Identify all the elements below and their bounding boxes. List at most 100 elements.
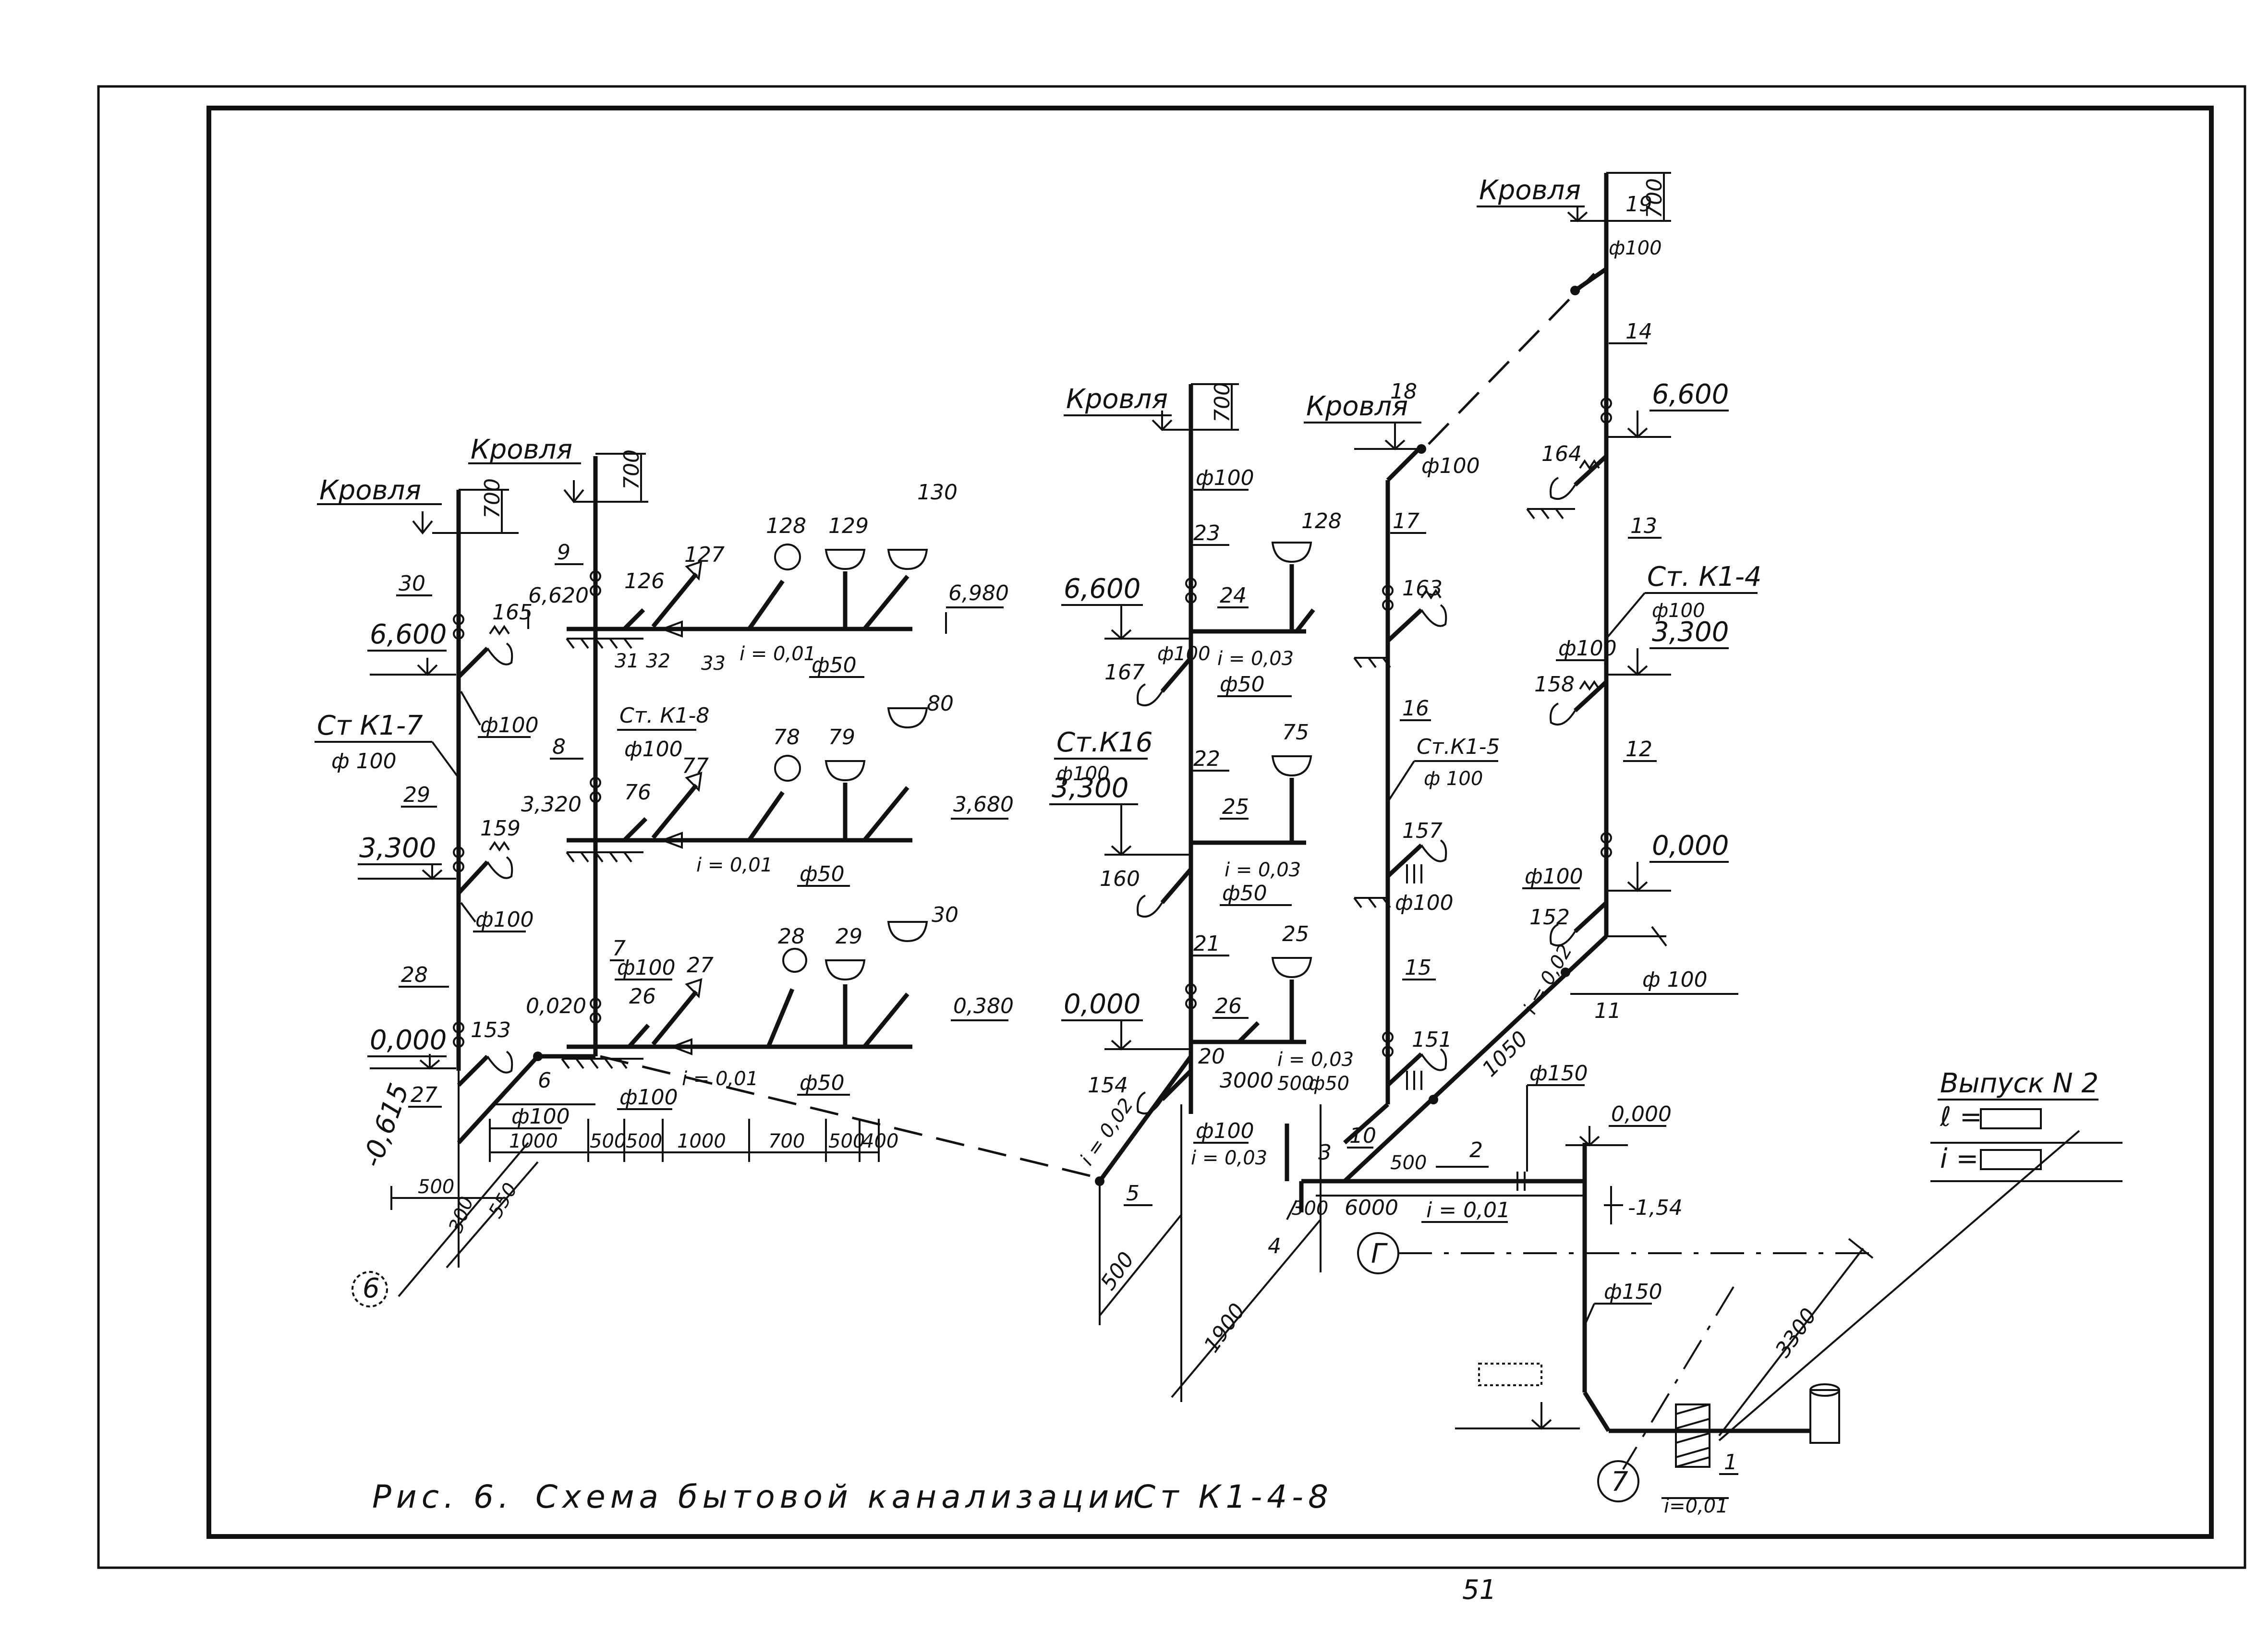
left-block: Кровля 700 Кровля 700 [315, 434, 1093, 1307]
fixture-128: 128 [766, 514, 806, 538]
page-number: 51 [1462, 1574, 1496, 1606]
drawing-frame [206, 106, 2214, 1539]
outlet-i-field [1980, 1149, 2042, 1170]
figure-caption: Рис. 6. Схема бытовой канализации Ст К1-… [372, 1478, 1328, 1515]
node-19: 19 [1625, 192, 1652, 217]
branch-k1-6-floor3: 128 24 i = 0,03 ф50 167 ф100 [1104, 509, 1342, 706]
level-6980-label: 6,980 [948, 581, 1009, 605]
dia-floor2-k1-8: ф50 [800, 862, 845, 886]
axis-g-label: Г [1371, 1238, 1388, 1270]
slope-floor2-k1-8: i = 0,01 [696, 854, 773, 876]
dia-outlet-150: ф150 [1529, 1061, 1588, 1086]
node-31: 31 [615, 650, 639, 672]
fixture-158: 158 [1534, 672, 1575, 697]
slope-floor3-k1-8: i = 0,01 [740, 643, 816, 665]
level-3300-c-label: 3,300 [1652, 617, 1729, 648]
level-0000-k1-7: 0,000 -0,615 [356, 1025, 456, 1172]
dia-k1-6-floor1: ф50 [1309, 1073, 1349, 1095]
node-14: 14 [1625, 319, 1652, 344]
fixture-80: 80 [927, 691, 954, 716]
roof-mark-k1-8: Кровля 700 [468, 434, 648, 504]
level-6600-k1-4: 6,600 [1606, 379, 1729, 438]
dia-floor1-k1-8: ф50 [800, 1071, 845, 1095]
dim-6000: 6000 [1345, 1196, 1398, 1220]
outlet-box-leader [1718, 1130, 2080, 1441]
outlet-box: Выпуск N 2 ℓ = i = [1930, 1068, 2122, 1182]
fixture-25: 25 [1282, 922, 1309, 946]
level-0380-label: 0,380 [953, 994, 1014, 1018]
dia-k1-5-top: ф100 [1421, 454, 1480, 478]
caption-title: Схема бытовой канализации [535, 1478, 1139, 1515]
node-29: 29 [403, 783, 430, 807]
collector-k1-6 [1098, 1055, 1193, 1183]
node-13: 13 [1630, 514, 1657, 538]
vent-height-k1-4: 700 [1642, 178, 1667, 218]
slope-k1-6-collector: i = 0,03 [1191, 1147, 1267, 1169]
level-6600-k1-7: 6,600 [367, 619, 456, 676]
node-12: 12 [1625, 737, 1652, 762]
dia-k1-4-mid: ф100 [1558, 636, 1617, 661]
dia-collector-k1-4: ф 100 [1642, 968, 1708, 992]
node-33: 33 [701, 653, 726, 675]
dia-outlet-k1-8: ф100 [617, 956, 676, 980]
dim-300: 300 [445, 1194, 478, 1235]
slope-k1-6-outlet: i = 0,02 [1076, 1094, 1138, 1170]
level-0020-label: 0,020 [526, 994, 586, 1018]
vent-height-k1-6: 700 [1210, 382, 1235, 423]
foundation-wall [1675, 1403, 1710, 1468]
node-30: 30 [399, 571, 425, 596]
riser-label-k1-7: Ст К1-7 [317, 710, 423, 741]
fixture-30: 30 [932, 903, 958, 927]
dim-500-d: 500 [418, 1176, 454, 1198]
dim-3300: 3300 [1771, 1304, 1821, 1362]
dim-1000-a: 1000 [509, 1130, 558, 1152]
fixture-26: 26 [629, 984, 656, 1009]
level-0000-label: 0,000 [370, 1025, 447, 1056]
fixture-164: 164 [1541, 442, 1582, 466]
dia-k1-6-floor2: ф50 [1222, 881, 1267, 906]
riser-dia-k1-8: ф100 [624, 737, 683, 762]
dim-500-a: 500 [590, 1130, 626, 1152]
node-8: 8 [552, 735, 566, 759]
dia-outlet-riser: ф150 [1604, 1280, 1662, 1304]
vent-height-k1-8: 700 [619, 449, 644, 490]
level-0000-c-label: 0,000 [1652, 830, 1729, 861]
vent-link-dashed [1428, 273, 1595, 445]
dia-collector-k1-8: ф100 [619, 1085, 678, 1110]
outlet-box-title: Выпуск N 2 [1940, 1068, 2098, 1099]
wc-152: 152 [1529, 901, 1608, 946]
dim-1000-b: 1000 [677, 1130, 726, 1152]
roof-label-k1-6: Кровля [1066, 384, 1168, 415]
dia-157: ф100 [1395, 891, 1454, 915]
node-15: 15 [1405, 956, 1431, 980]
fixture-78: 78 [773, 725, 800, 750]
level-0000-k1-4: 0,000 [1606, 830, 1729, 892]
branch-k1-6-floor2: 75 25 i = 0,03 ф50 160 [1100, 720, 1312, 918]
riser-dia-k1-6-top: ф100 [1196, 466, 1254, 490]
dim-700: 700 [768, 1130, 805, 1152]
fixture-160: 160 [1100, 867, 1140, 891]
node-23: 23 [1193, 521, 1220, 545]
fixture-152: 152 [1529, 905, 1570, 930]
collector-k1-4 [1343, 934, 1608, 1183]
collector-k1-5 [1343, 1102, 1389, 1145]
level-6620-label: 6,620 [528, 583, 589, 608]
fixture-126: 126 [624, 569, 665, 593]
node-3: 3 [1318, 1140, 1332, 1165]
dim-500-e: 500 [1277, 1073, 1314, 1095]
dia-collector-left: ф100 [511, 1104, 570, 1129]
wc-158: 158 [1534, 672, 1608, 726]
level-neg154-label: -1,54 [1628, 1196, 1683, 1220]
dim-3000: 3000 [1220, 1068, 1273, 1093]
fixture-75: 75 [1282, 720, 1309, 745]
node-25: 25 [1222, 795, 1249, 819]
riser-label-k1-6: Ст.К16 [1056, 727, 1153, 758]
level-3320-label: 3,320 [521, 792, 582, 817]
node-32: 32 [646, 650, 670, 672]
fixture-163: 163 [1402, 576, 1443, 601]
node-5: 5 [1126, 1181, 1140, 1206]
branch-k1-8-floor3: 6,620 126 127 128 129 130 6,980 31 32 33… [527, 480, 1009, 678]
sewer-well [1719, 1383, 1840, 1444]
caption-fig: Рис. 6. [372, 1478, 513, 1515]
branch-k1-8-floor2: 3,320 76 77 78 79 80 3,680 i = 0,01 ф50 [521, 691, 1014, 887]
